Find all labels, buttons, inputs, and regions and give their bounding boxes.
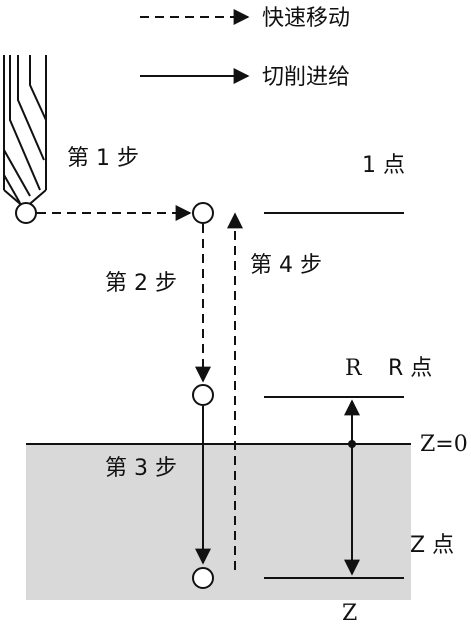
point1-circle bbox=[192, 202, 214, 224]
r-point-circle bbox=[192, 384, 214, 406]
z-point-circle bbox=[192, 567, 214, 589]
z-zero-origin-dot bbox=[348, 440, 356, 448]
legend-rapid-label: 快速移动 bbox=[262, 6, 350, 31]
legend: 快速移动 切削进给 bbox=[140, 6, 350, 90]
z-zero-label: Z=0 bbox=[420, 432, 468, 457]
step2-label: 第 2 步 bbox=[105, 271, 177, 296]
drill-bit-icon bbox=[3, 55, 47, 210]
point1-label: 1 点 bbox=[362, 153, 405, 178]
r-level-label: R bbox=[345, 356, 363, 381]
legend-feed-label: 切削进给 bbox=[262, 65, 350, 90]
z-point-label: Z 点 bbox=[410, 533, 454, 558]
step4-label: 第 4 步 bbox=[250, 253, 322, 278]
start-point-circle bbox=[15, 202, 37, 224]
workpiece-block bbox=[26, 444, 411, 600]
r-point-label: R 点 bbox=[388, 356, 432, 381]
step1-label: 第 1 步 bbox=[67, 146, 139, 171]
z-depth-label: Z bbox=[342, 601, 357, 625]
step3-label: 第 3 步 bbox=[105, 456, 177, 481]
